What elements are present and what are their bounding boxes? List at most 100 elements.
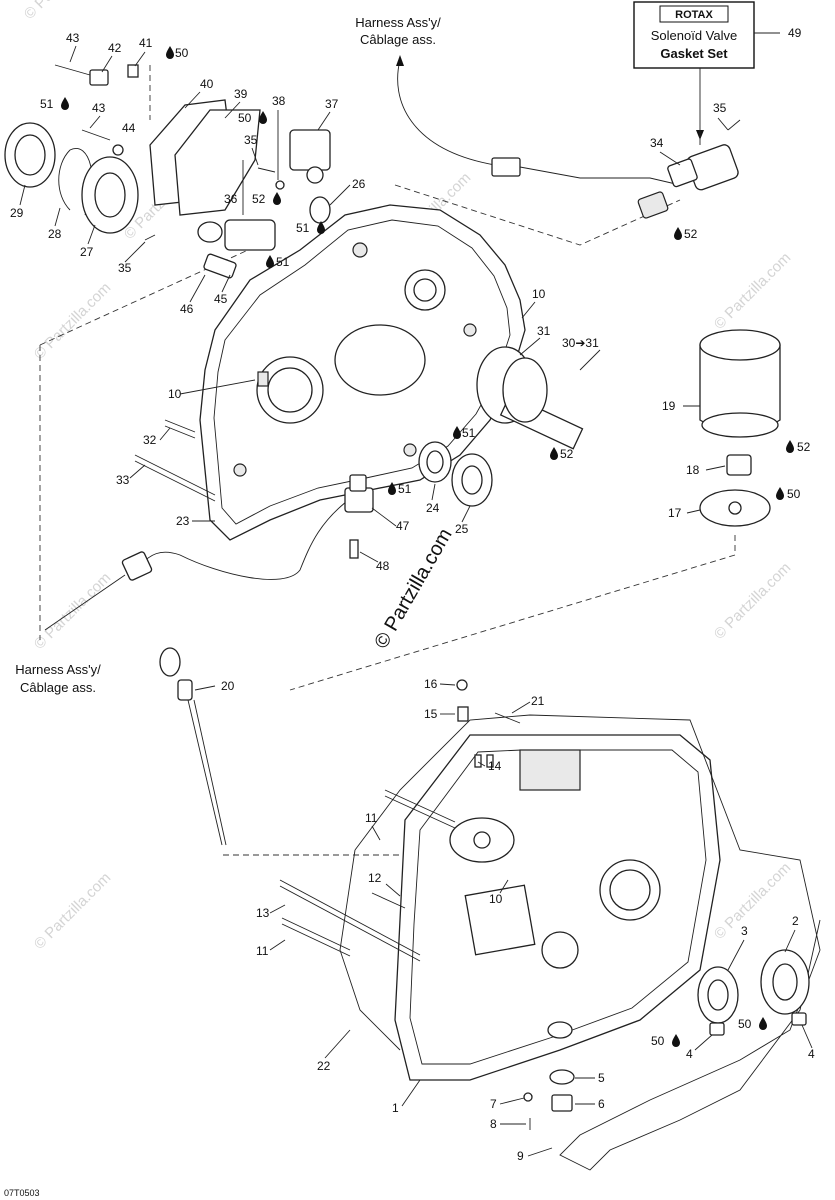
watermark-center: © Partzilla.com (370, 525, 456, 653)
oil-drop-icon (388, 482, 396, 495)
callout-10: 10 (168, 387, 182, 401)
bearings-2-3 (697, 949, 810, 1024)
sensor-36 (197, 219, 276, 251)
watermark-text: © Partzilla.com (711, 859, 794, 942)
callout-12: 12 (368, 871, 382, 885)
callout-34: 34 (650, 136, 664, 150)
callout-49: 49 (788, 26, 802, 40)
rotax-logo-text: ROTAX (675, 9, 713, 21)
callout-52: 52 (252, 192, 266, 206)
callout-6: 6 (598, 1097, 605, 1111)
callout-31: 31 (537, 324, 551, 338)
callout-11: 11 (365, 811, 378, 825)
oil-drop-icon (166, 46, 174, 59)
watermark-text: © Partzilla.com (31, 279, 114, 362)
callout-30-31: 30➔31 (562, 336, 599, 350)
bearing-27 (81, 156, 139, 234)
harness-top-line1: Harness Ass'y/ (355, 15, 441, 30)
callout-20: 20 (221, 679, 235, 693)
oil-drop-icon (759, 1017, 767, 1030)
callout-50: 50 (787, 487, 801, 501)
callout-4: 4 (808, 1047, 815, 1061)
callout-16: 16 (424, 677, 438, 691)
callout-26: 26 (352, 177, 366, 191)
oil-drop-icon (674, 227, 682, 240)
gasket-box-line2: Gasket Set (660, 46, 728, 61)
oil-drop-icon (259, 111, 267, 124)
callout-13: 13 (256, 906, 270, 920)
oil-filter-19 (699, 329, 781, 438)
callout-21: 21 (531, 694, 545, 708)
seal-29 (4, 122, 56, 188)
oil-drop-icon (453, 426, 461, 439)
oil-drop-icon (266, 255, 274, 268)
output-shaft-31 (476, 346, 584, 450)
gasket-22 (339, 714, 821, 1171)
callout-50: 50 (738, 1017, 752, 1031)
callout-32: 32 (143, 433, 157, 447)
gasket-box-line1: Solenoïd Valve (651, 28, 738, 43)
dipstick-20 (159, 647, 227, 846)
harness-left-line2: Câblage ass. (20, 680, 96, 695)
callout-46: 46 (180, 302, 194, 316)
fasteners-top (54, 64, 741, 241)
oil-drop-icon (776, 487, 784, 500)
callout-35: 35 (118, 261, 132, 275)
callout-11: 11 (256, 944, 269, 958)
solenoid-valve-34 (637, 130, 739, 219)
oil-drop-icon (786, 440, 794, 453)
callout-45: 45 (214, 292, 228, 306)
callout-18: 18 (686, 463, 700, 477)
callout-51: 51 (276, 255, 290, 269)
callout-39: 39 (234, 87, 248, 101)
callout-35: 35 (244, 133, 258, 147)
bolts-11-12-13 (279, 789, 456, 962)
callout-43: 43 (92, 101, 106, 115)
oil-drop-icon (273, 192, 281, 205)
callout-27: 27 (80, 245, 94, 259)
callout-10: 10 (489, 892, 503, 906)
sensor-37 (289, 129, 331, 184)
callout-42: 42 (108, 41, 122, 55)
seal-24 (418, 441, 452, 483)
oil-drop-icons (61, 46, 794, 1047)
callout-9: 9 (517, 1149, 524, 1163)
callout-2: 2 (792, 914, 799, 928)
sensor-cable (44, 494, 356, 631)
callout-14: 14 (488, 759, 502, 773)
callout-37: 37 (325, 97, 339, 111)
callout-25: 25 (455, 522, 469, 536)
oil-drop-icon (317, 221, 325, 234)
callout-15: 15 (424, 707, 438, 721)
bearing-25 (451, 453, 493, 507)
fitting-18 (726, 454, 752, 476)
callout-51: 51 (40, 97, 54, 111)
screw-48 (349, 539, 359, 559)
callout-23: 23 (176, 514, 190, 528)
callout-52: 52 (684, 227, 698, 241)
callout-8: 8 (490, 1117, 497, 1131)
callout-3: 3 (741, 924, 748, 938)
oil-drop-icon (672, 1034, 680, 1047)
callout-44: 44 (122, 121, 136, 135)
harness-label-left: Harness Ass'y/ Câblage ass. (15, 662, 101, 695)
gasket-39 (174, 109, 261, 216)
drawing-code: 07T0503 (4, 1188, 40, 1198)
callout-10: 10 (532, 287, 546, 301)
watermark-text: © Partzilla.com (31, 869, 114, 952)
callout-38: 38 (272, 94, 286, 108)
callout-41: 41 (139, 36, 153, 50)
sensor-46 (203, 253, 237, 279)
oil-drop-icon (61, 97, 69, 110)
callout-43: 43 (66, 31, 80, 45)
o-ring-26 (309, 196, 331, 224)
callout-29: 29 (10, 206, 24, 220)
callout-51: 51 (462, 426, 476, 440)
harness-left-line1: Harness Ass'y/ (15, 662, 101, 677)
plate-17 (699, 489, 771, 527)
callout-22: 22 (317, 1059, 331, 1073)
harness-label-top: Harness Ass'y/ Câblage ass. (355, 15, 441, 47)
callout-50: 50 (651, 1034, 665, 1048)
callout-48: 48 (376, 559, 390, 573)
